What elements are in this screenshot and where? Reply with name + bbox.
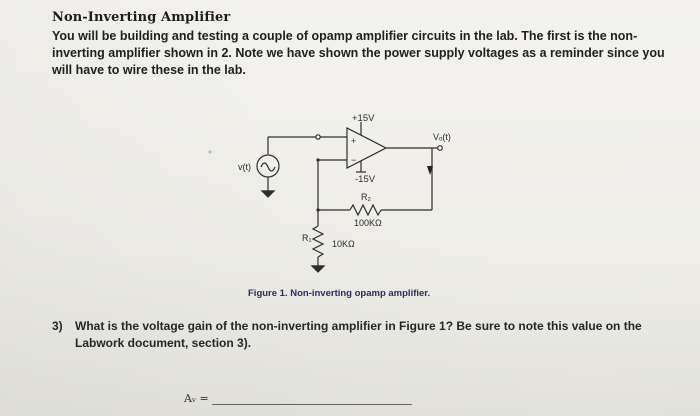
question-text-line: Labwork document, section 3). (75, 336, 252, 350)
rf-value: 100KΩ (354, 218, 382, 228)
minus-input-sign: − (351, 155, 356, 165)
figure-caption: Figure 1. Non-inverting opamp amplifier. (248, 288, 431, 299)
supply-pos-label: +15V (352, 113, 375, 124)
question-text-line: What is the voltage gain of the non-inve… (75, 319, 642, 333)
arrow-icon (427, 166, 433, 175)
rf-label: R₂ (361, 192, 371, 202)
section-heading: Non-Inverting Amplifier (52, 10, 231, 25)
opamp-symbol (346, 127, 388, 169)
plus-input-sign: + (351, 136, 356, 146)
question-number: 3) (52, 319, 63, 333)
intro-line: inverting amplifier shown in 2. Note we … (52, 46, 665, 60)
input-resistor-symbol (311, 225, 325, 258)
intro-paragraph: You will be building and testing a coupl… (52, 28, 665, 79)
feedback-resistor-symbol (349, 203, 382, 217)
r1-label: R₁ (302, 233, 312, 243)
intro-line: will have to wire these in the lab. (52, 63, 246, 77)
input-label: v(t) (238, 162, 251, 172)
output-label: Vₒ(t) (433, 132, 451, 142)
r1-value: 10KΩ (332, 239, 355, 249)
supply-neg-label: -15V (355, 174, 376, 185)
intro-line: You will be building and testing a coupl… (52, 29, 638, 43)
answer-blank-line[interactable] (212, 404, 412, 405)
gain-answer-label: Aᵥ = (184, 392, 209, 405)
